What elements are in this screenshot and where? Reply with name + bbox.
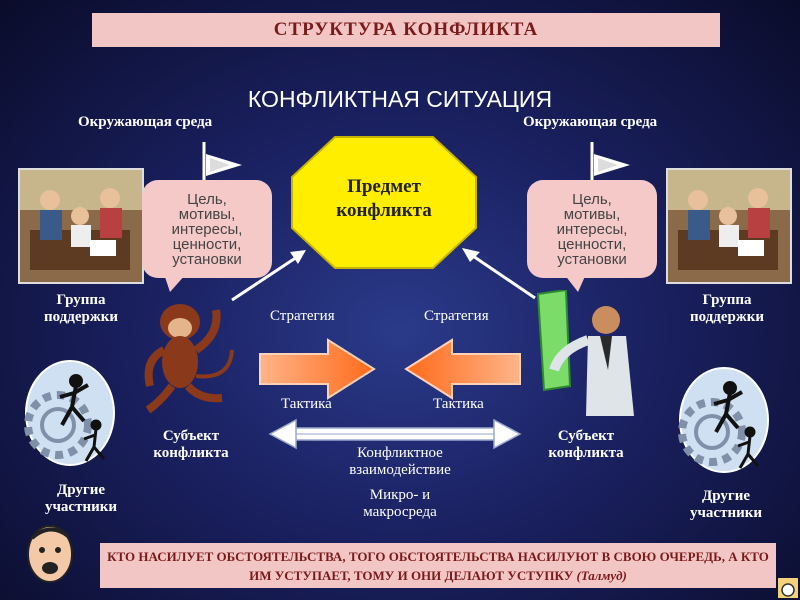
label-line: Группа [56,292,106,308]
label-line: Другие [701,488,751,504]
label-line: Другие [56,482,106,498]
left-gear-runner-icon [24,360,115,466]
bubble-line: Цель, [187,190,227,208]
octagon-line: конфликта [336,200,432,221]
label-line: макросреда [363,504,437,520]
right-flag-icon [590,142,630,186]
right-subject-label: Субъект конфликта [528,428,644,462]
bubble-line: мотивы, [563,205,621,223]
left-bubble-tail [164,274,186,292]
label-line: участники [689,505,763,521]
monkey-figure [144,304,234,414]
bubble-line: интересы, [171,220,243,238]
bubble-line: Цель, [572,190,612,208]
title-text: СТРУКТУРА КОНФЛИКТА [273,19,539,40]
interaction-label: Конфликтное взаимодействие [310,445,490,479]
left-tactic-label: Тактика [281,396,332,412]
left-others-label: Другие участники [22,482,140,516]
businessman-figure [536,290,634,416]
label-line: конфликта [548,445,624,461]
label-line: взаимодействие [349,462,451,478]
label-line: Субъект [557,428,615,444]
quote-text: КТО НАСИЛУЕТ ОБСТОЯТЕЛЬСТВА, ТОГО ОБСТОЯ… [107,548,769,583]
label-line: поддержки [43,309,119,325]
label-line: Микро- и [369,487,431,503]
label-line: участники [44,499,118,515]
footer-quote-box: КТО НАСИЛУЕТ ОБСТОЯТЕЛЬСТВА, ТОГО ОБСТОЯ… [100,543,776,588]
left-environment-label: Окружающая среда [78,114,213,130]
right-support-group-label: Группа поддержки [668,292,786,326]
interaction-double-arrow [268,418,522,450]
right-bubble-tail [564,274,586,292]
quote-source: (Талмуд) [576,567,627,583]
right-block-arrow [404,338,521,400]
diagram-heading: КОНФЛИКТНАЯ СИТУАЦИЯ [247,86,553,112]
left-support-group-label: Группа поддержки [22,292,140,326]
corner-logo-icon [778,578,798,598]
label-line: поддержки [689,309,765,325]
label-line: Группа [702,292,752,308]
bubble-line: ценности, [172,235,242,253]
left-flag-icon [202,142,242,186]
right-goals-bubble: Цель, мотивы, интересы, ценности, устано… [527,180,657,278]
bubble-line: установки [557,250,627,268]
bubble-line: установки [172,250,242,268]
bubble-line: ценности, [557,235,627,253]
bubble-line: интересы, [556,220,628,238]
label-line: конфликта [153,445,229,461]
octagon-line: Предмет [347,176,421,197]
left-strategy-label: Стратегия [270,308,335,324]
label-line: Конфликтное [357,445,443,461]
right-tactic-label: Тактика [433,396,484,412]
left-goals-bubble: Цель, мотивы, интересы, ценности, устано… [142,180,272,278]
left-block-arrow [259,338,376,400]
left-subject-label: Субъект конфликта [136,428,246,462]
subject-octagon [291,136,477,269]
right-office-photo [666,168,792,284]
subject-of-conflict-text: Предмет конфликта [290,175,478,223]
bubble-line: мотивы, [178,205,236,223]
face-icon [27,525,73,583]
label-line: Субъект [162,428,220,444]
environment-levels-label: Микро- и макросреда [310,487,490,521]
right-environment-label: Окружающая среда [523,114,658,130]
right-strategy-label: Стратегия [424,308,489,324]
title-banner: СТРУКТУРА КОНФЛИКТА [92,13,720,47]
right-gear-runner-icon [678,367,769,473]
right-others-label: Другие участники [666,488,786,522]
